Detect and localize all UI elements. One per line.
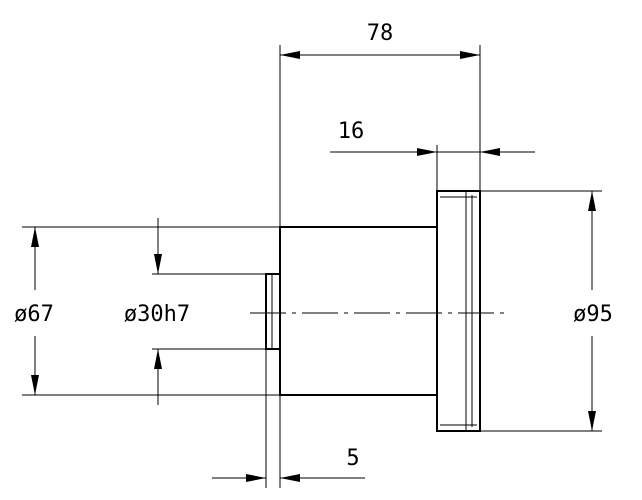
- shoulder-boss: [265, 273, 281, 350]
- label-bore-diameter: ø30h7: [124, 302, 190, 327]
- label-shoulder-width: 5: [346, 446, 359, 471]
- dimension-lines: [31, 51, 596, 482]
- label-overall-length: 78: [367, 21, 394, 46]
- label-flange-width: 16: [338, 119, 365, 144]
- part-outline: [250, 190, 505, 432]
- label-flange-diameter: ø95: [573, 302, 613, 327]
- flange: [436, 190, 481, 432]
- extension-lines: [22, 45, 602, 488]
- label-body-diameter: ø67: [14, 302, 54, 327]
- main-body: [279, 226, 438, 396]
- dimension-labels: 78 16 5 ø67 ø30h7 ø95: [14, 21, 613, 471]
